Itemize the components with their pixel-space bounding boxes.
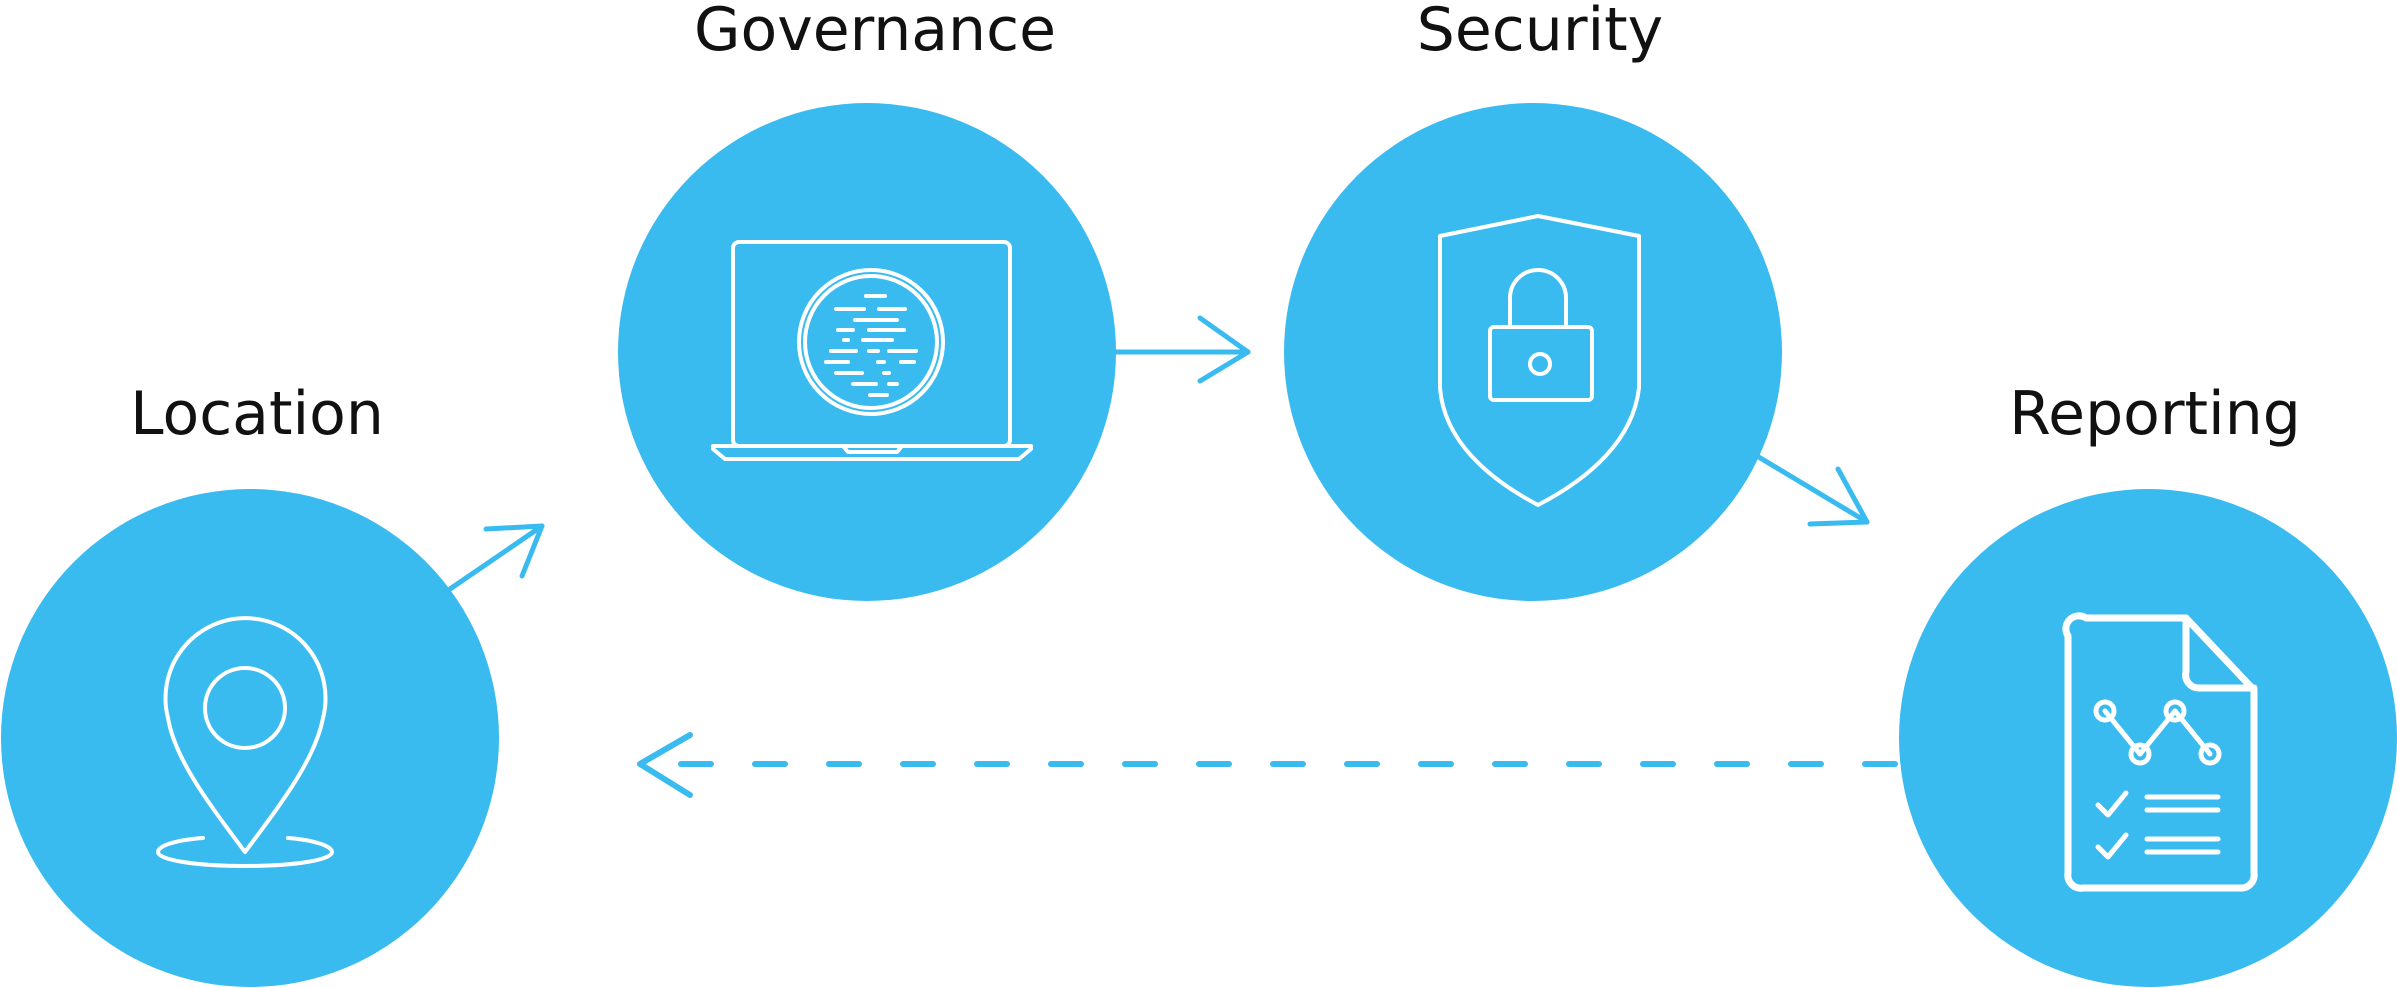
governance-node-circle	[618, 103, 1116, 601]
arrow-reporting-to-location-dashed	[637, 732, 1898, 798]
report-document-icon	[2062, 612, 2258, 892]
reporting-node-circle	[1899, 489, 2397, 987]
security-label: Security	[1416, 0, 1664, 65]
arrow-governance-to-security	[1113, 315, 1251, 384]
security-node-circle	[1284, 103, 1782, 601]
location-node-circle	[1, 489, 499, 987]
arrow-security-to-reporting	[1754, 453, 1870, 527]
arrow-location-to-governance	[447, 523, 545, 592]
location-label: Location	[130, 379, 384, 449]
map-pin-icon	[156, 616, 334, 868]
reporting-label: Reporting	[2009, 379, 2301, 449]
governance-label: Governance	[694, 0, 1056, 65]
laptop-fingerprint-icon	[711, 240, 1033, 461]
shield-lock-icon	[1438, 214, 1641, 507]
